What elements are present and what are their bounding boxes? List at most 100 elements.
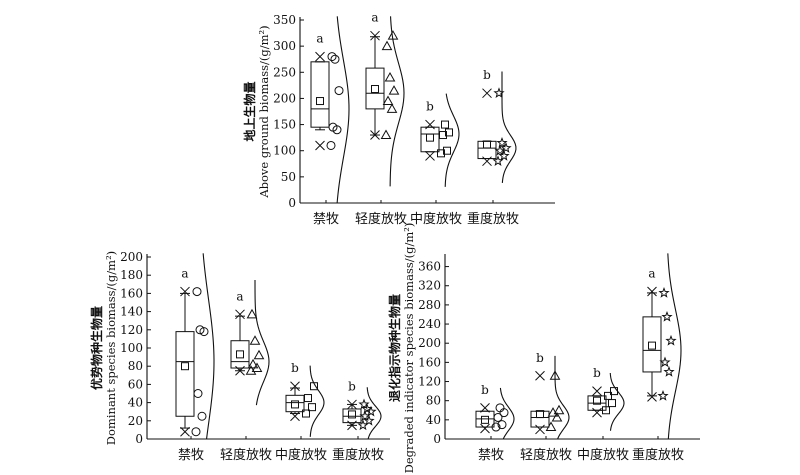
significance-letter: a (648, 266, 655, 280)
x-category-label: 轻度放牧 (520, 447, 572, 463)
significance-letter: b (536, 351, 544, 365)
extreme-cross (290, 411, 300, 422)
data-point-star (363, 414, 375, 426)
distribution-curve (501, 71, 517, 183)
data-point-square (439, 131, 447, 140)
y-tick-label: 350 (273, 13, 296, 27)
box-group: b (420, 93, 460, 187)
x-category-label: 轻度放牧 (220, 447, 272, 463)
extreme-cross (180, 426, 190, 437)
data-point-triangle (246, 308, 258, 319)
distribution-curve (366, 387, 382, 440)
data-point-circle (193, 389, 203, 398)
data-point-star (494, 144, 506, 156)
data-point-star (496, 136, 508, 148)
box-group: b (475, 383, 515, 440)
data-point-triangle (381, 40, 393, 51)
distribution-curve (389, 16, 405, 187)
y-tick-label: 20 (128, 414, 143, 428)
y-tick-label: 60 (128, 377, 143, 391)
box-iqr (530, 410, 550, 428)
distribution-curve (444, 93, 460, 187)
box-mean (371, 85, 379, 94)
extreme-cross (480, 423, 490, 434)
box-mean (291, 400, 299, 409)
box-group: b (587, 366, 625, 431)
x-category-label: 中度放牧 (410, 211, 462, 227)
significance-letter: a (181, 267, 188, 281)
y-tick-label: 100 (273, 144, 296, 158)
x-category-label: 重度放牧 (332, 447, 384, 463)
y-tick-label: 120 (418, 375, 441, 389)
distribution-curve (202, 253, 215, 440)
extreme-cross (535, 424, 545, 435)
x-category-label: 重度放牧 (632, 447, 684, 463)
box-group: b (477, 68, 517, 183)
y-tick-label: 0 (433, 432, 441, 446)
distribution-curve (609, 372, 625, 431)
data-point-circle (192, 287, 202, 297)
box-mean (181, 362, 189, 371)
significance-letter: a (371, 11, 378, 25)
data-point-star (358, 398, 370, 410)
box-group: a (365, 11, 405, 187)
box-mean (236, 350, 244, 359)
data-point-square (604, 391, 612, 400)
y-tick-label: 80 (426, 394, 441, 408)
data-point-star (361, 403, 373, 414)
extreme-cross (480, 403, 490, 413)
distribution-curve (336, 16, 350, 204)
significance-letter: b (348, 379, 356, 393)
x-category-label: 禁牧 (178, 448, 204, 463)
data-point-triangle (549, 370, 561, 380)
distribution-curve (667, 253, 682, 440)
y-tick-label: 150 (273, 118, 296, 132)
data-point-star (657, 389, 669, 401)
extreme-cross (370, 130, 380, 140)
extreme-cross (315, 140, 325, 151)
data-point-triangle (382, 95, 394, 106)
data-point-circle (495, 403, 505, 413)
data-point-circle (327, 52, 337, 62)
data-point-square (302, 409, 310, 418)
distribution-curve (499, 387, 515, 440)
y-tick-label: 180 (120, 268, 143, 282)
y-axis-title-cn: 优势物种生物量 (89, 306, 104, 390)
significance-letter: b (593, 366, 601, 380)
y-tick-label: 120 (120, 323, 143, 337)
y-tick-label: 240 (418, 317, 441, 331)
box-mean (536, 410, 544, 419)
extreme-cross (482, 88, 492, 99)
box-mean (481, 415, 489, 424)
data-point-star (365, 405, 377, 417)
data-point-triangle (553, 404, 565, 415)
data-point-circle (491, 422, 501, 432)
y-tick-label: 0 (135, 432, 143, 446)
data-point-circle (493, 412, 503, 422)
y-tick-label: 100 (120, 341, 143, 355)
data-point-star (661, 310, 673, 322)
box-mean (483, 140, 491, 149)
data-point-circle (197, 411, 207, 421)
data-point-star (498, 150, 510, 161)
box-mean (316, 97, 324, 106)
data-point-star (658, 287, 670, 298)
extreme-cross (647, 286, 657, 297)
box-group: a (642, 253, 682, 440)
extreme-cross (482, 156, 492, 167)
data-point-star (493, 87, 505, 98)
extreme-cross (370, 30, 380, 41)
y-tick-label: 160 (120, 286, 143, 300)
data-point-circle (326, 140, 336, 150)
box-group: a (230, 279, 270, 406)
y-tick-label: 40 (128, 396, 143, 410)
y-tick-label: 50 (281, 170, 296, 184)
data-point-square (308, 403, 316, 412)
data-point-square (304, 394, 312, 403)
data-point-square (610, 387, 618, 396)
x-category-label: 重度放牧 (467, 211, 519, 227)
box-group: b (285, 361, 325, 437)
data-point-triangle (545, 421, 557, 432)
x-category-label: 轻度放牧 (355, 211, 407, 227)
